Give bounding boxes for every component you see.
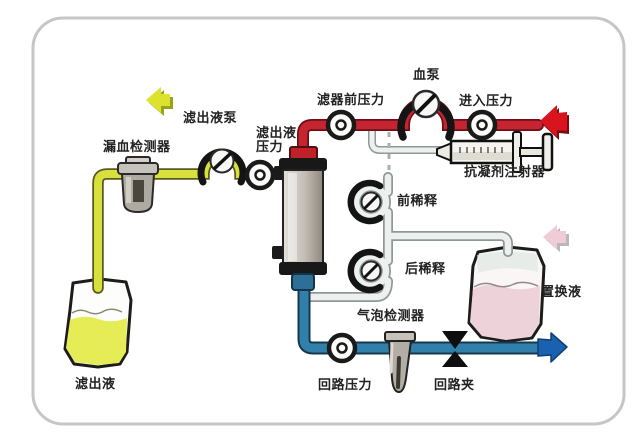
- filtrate-pressure-sensor: [244, 159, 276, 191]
- replacement-bag-shading: [477, 251, 538, 273]
- anticoagulant-tube: [369, 125, 447, 153]
- inlet-pressure-sensor: [466, 109, 498, 141]
- filtrate-bag-liquid: [66, 316, 127, 365]
- postdilution-pump-device: [347, 248, 384, 294]
- filter-body: [282, 169, 324, 265]
- return-clamp-device: [442, 331, 468, 367]
- blood-return-arrow-icon: [537, 332, 568, 363]
- syringe-scale-marks: [459, 147, 503, 153]
- filtrate-bag-meniscus: [71, 308, 123, 315]
- filter-top-flange: [279, 158, 327, 171]
- filter-bottom-flange: [279, 262, 327, 275]
- filtrate-bag: [63, 277, 133, 369]
- filtrate-flow-arrow-icon: [146, 87, 173, 116]
- filtrate-tubing: [94, 152, 289, 292]
- replacement-flow-arrow-icon: [543, 225, 569, 252]
- pump-needle: [363, 263, 379, 279]
- predilution-pump-device: [347, 179, 384, 225]
- anticoagulant-syringe-device: [436, 131, 554, 173]
- return-pressure-sensor: [326, 332, 358, 364]
- replacement-bag-liquid: [470, 284, 540, 340]
- pump-needle: [363, 194, 379, 210]
- replacement-bag-meniscus: [473, 281, 539, 288]
- predilution-pump-loop: [352, 183, 390, 221]
- postdilution-tube-lower: [302, 277, 392, 301]
- filtrate-pump-device: [197, 148, 247, 186]
- return-tubing: [299, 281, 546, 353]
- pump-needle: [213, 152, 232, 170]
- prefilter-pressure-sensor: [325, 109, 357, 141]
- replacement-bag: [467, 245, 546, 343]
- blood-pump-device: [397, 89, 455, 141]
- replacement-tubing: [302, 125, 512, 301]
- filter-lower-port: [272, 246, 284, 259]
- filter-highlight: [288, 173, 297, 261]
- hemofilter: [272, 146, 327, 291]
- bag-feed-tube: [385, 232, 512, 256]
- blood-inlet-arrow-icon: [540, 105, 569, 140]
- filter-bottom-cap: [291, 273, 315, 291]
- air-bubble-detector-device: [384, 331, 416, 394]
- blood-leak-detector-device: [117, 156, 159, 214]
- pump-needle: [416, 94, 436, 114]
- postdilution-pump-loop: [352, 252, 390, 290]
